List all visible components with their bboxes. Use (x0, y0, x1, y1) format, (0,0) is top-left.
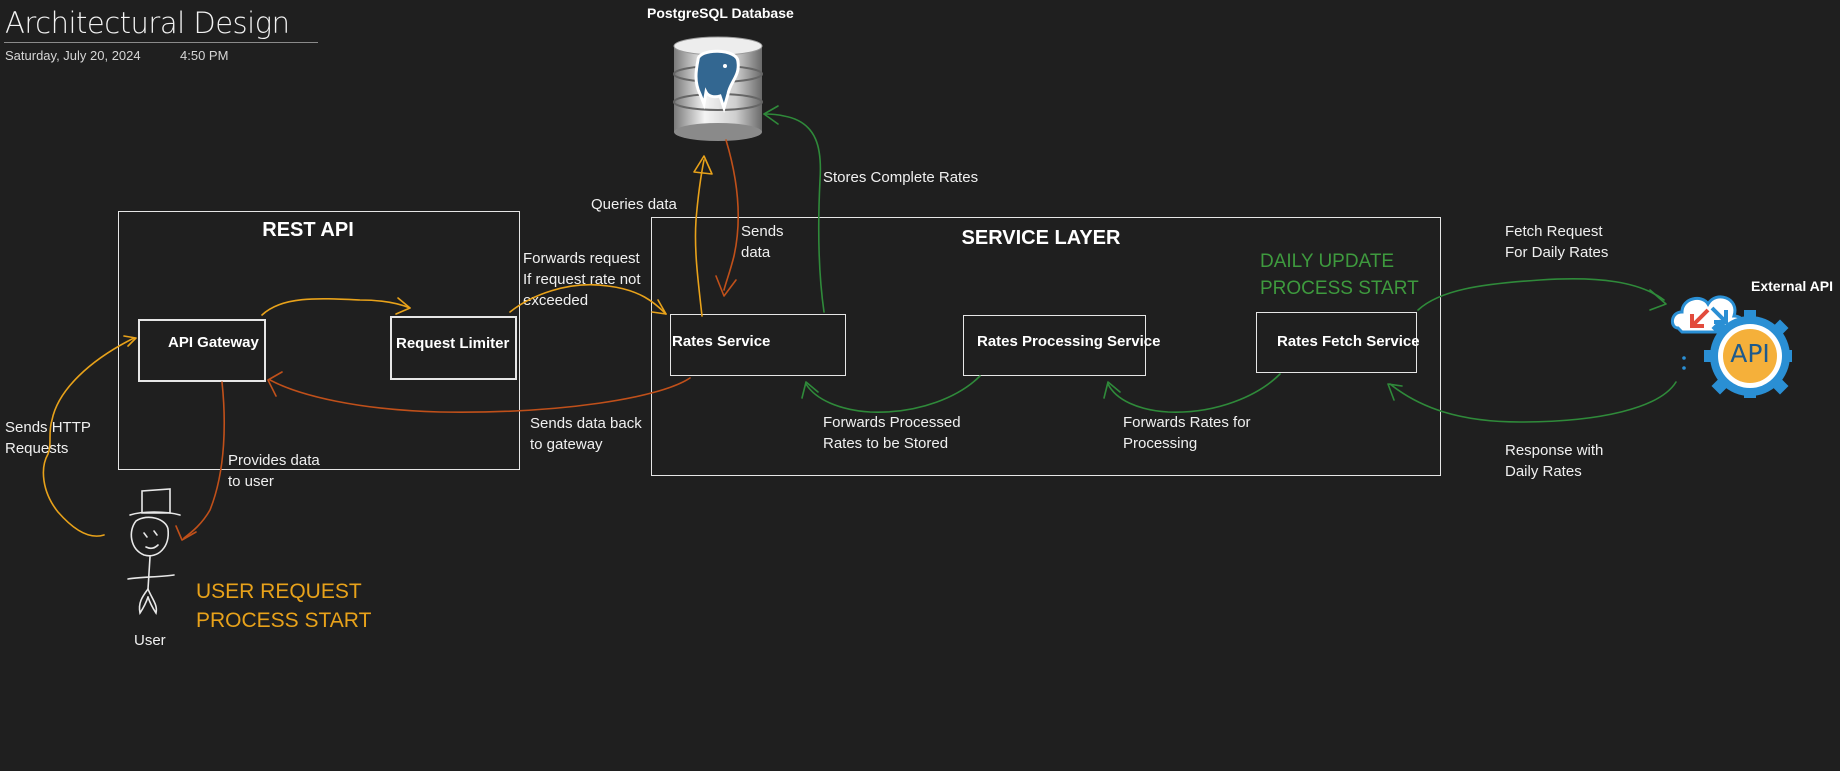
label-sends-data: Sends data (741, 223, 784, 261)
api-gateway-label: API Gateway (168, 334, 259, 351)
api-gateway-node[interactable] (138, 319, 266, 382)
arrow-database-to-rates-service (723, 139, 739, 291)
arrow-fetch-to-processing (1107, 373, 1281, 413)
service-flow-arrows (763, 105, 1677, 423)
user-flow-arrows (42, 155, 713, 537)
user-request-process-start: USER REQUEST PROCESS START (196, 580, 372, 632)
request-limiter-label: Request Limiter (396, 335, 510, 352)
database-title: PostgreSQL Database (647, 5, 794, 21)
rates-processing-service-label: Rates Processing Service (977, 333, 1161, 350)
rates-service-label: Rates Service (672, 333, 771, 350)
request-limiter-node[interactable] (390, 316, 517, 380)
arrow-limiter-to-rates-service (509, 283, 667, 315)
label-response-daily-rates: Response with Daily Rates (1505, 442, 1604, 480)
arrow-fetch-to-external-api (1417, 278, 1665, 311)
external-api-title: External API (1751, 278, 1833, 294)
page-title: Architectural Design (5, 6, 290, 40)
external-api-icon (1671, 295, 1792, 398)
label-queries-data: Queries data (591, 196, 677, 213)
cloud-sync-icon (1671, 295, 1746, 334)
label-forwards-processed-rates: Forwards Processed Rates to be Stored (823, 414, 961, 452)
arrow-rates-service-to-database-store (763, 113, 825, 313)
page-date: Saturday, July 20, 2024 (5, 48, 141, 63)
service-layer-title: SERVICE LAYER (961, 227, 1121, 249)
arrow-gateway-to-limiter (261, 297, 411, 316)
label-fetch-request: Fetch Request For Daily Rates (1505, 223, 1609, 261)
title-divider (4, 42, 318, 43)
arrow-rates-service-to-database (694, 159, 705, 317)
label-provides-data: Provides data to user (228, 452, 320, 490)
gear-icon (1704, 310, 1792, 398)
rates-fetch-service-label: Rates Fetch Service (1277, 333, 1420, 350)
arrow-gateway-to-user (183, 381, 226, 539)
arrow-user-to-gateway (42, 337, 135, 537)
rest-api-title: REST API (262, 219, 354, 241)
label-sends-http-requests: Sends HTTP Requests (5, 419, 91, 457)
api-badge: API (1730, 339, 1770, 368)
user-label: User (134, 632, 166, 649)
label-forwards-rates: Forwards Rates for Processing (1123, 414, 1251, 452)
label-stores-complete-rates: Stores Complete Rates (823, 169, 979, 186)
arrow-rates-service-to-gateway (269, 377, 691, 413)
label-forwards-request: Forwards request If request rate not exc… (523, 250, 641, 309)
arrow-external-api-to-fetch (1389, 381, 1677, 423)
rates-processing-service-node[interactable] (963, 315, 1146, 376)
service-layer-container (651, 217, 1441, 476)
user-stick-figure-icon (127, 488, 181, 616)
daily-update-process-start: DAILY UPDATE PROCESS START (1260, 251, 1419, 299)
label-sends-data-back: Sends data back to gateway (530, 415, 642, 453)
rates-fetch-service-node[interactable] (1256, 312, 1417, 373)
response-flow-arrows (175, 139, 739, 541)
rest-api-container (118, 211, 520, 470)
postgresql-database-icon (673, 36, 763, 141)
arrow-processing-to-rates-service (805, 375, 981, 413)
page-time: 4:50 PM (180, 48, 229, 63)
elephant-icon (694, 49, 740, 114)
rates-service-node[interactable] (670, 314, 846, 376)
